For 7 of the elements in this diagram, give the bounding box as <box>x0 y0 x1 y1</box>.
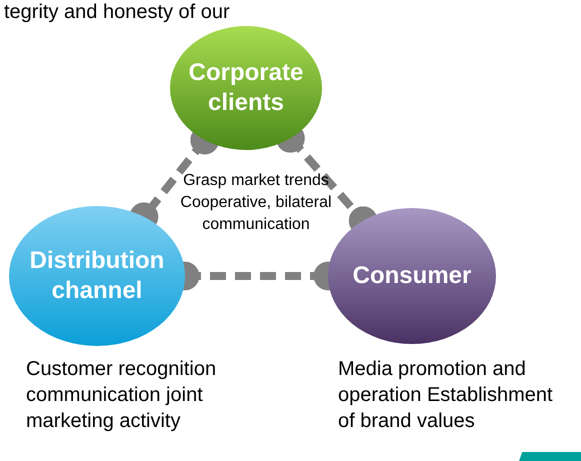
heading-text: tegrity and honesty of our <box>4 0 230 24</box>
node-label: Distribution channel <box>28 246 166 306</box>
node-label: Corporate clients <box>188 58 304 118</box>
description-text: Media promotion and operation Establishment of brand values <box>338 357 554 434</box>
description-text: Customer recognition communication joint marketing activity <box>26 357 218 434</box>
node-label: Consumer <box>352 261 472 291</box>
center-text: Grasp market trends Cooperative, bilateral communication <box>179 171 333 235</box>
